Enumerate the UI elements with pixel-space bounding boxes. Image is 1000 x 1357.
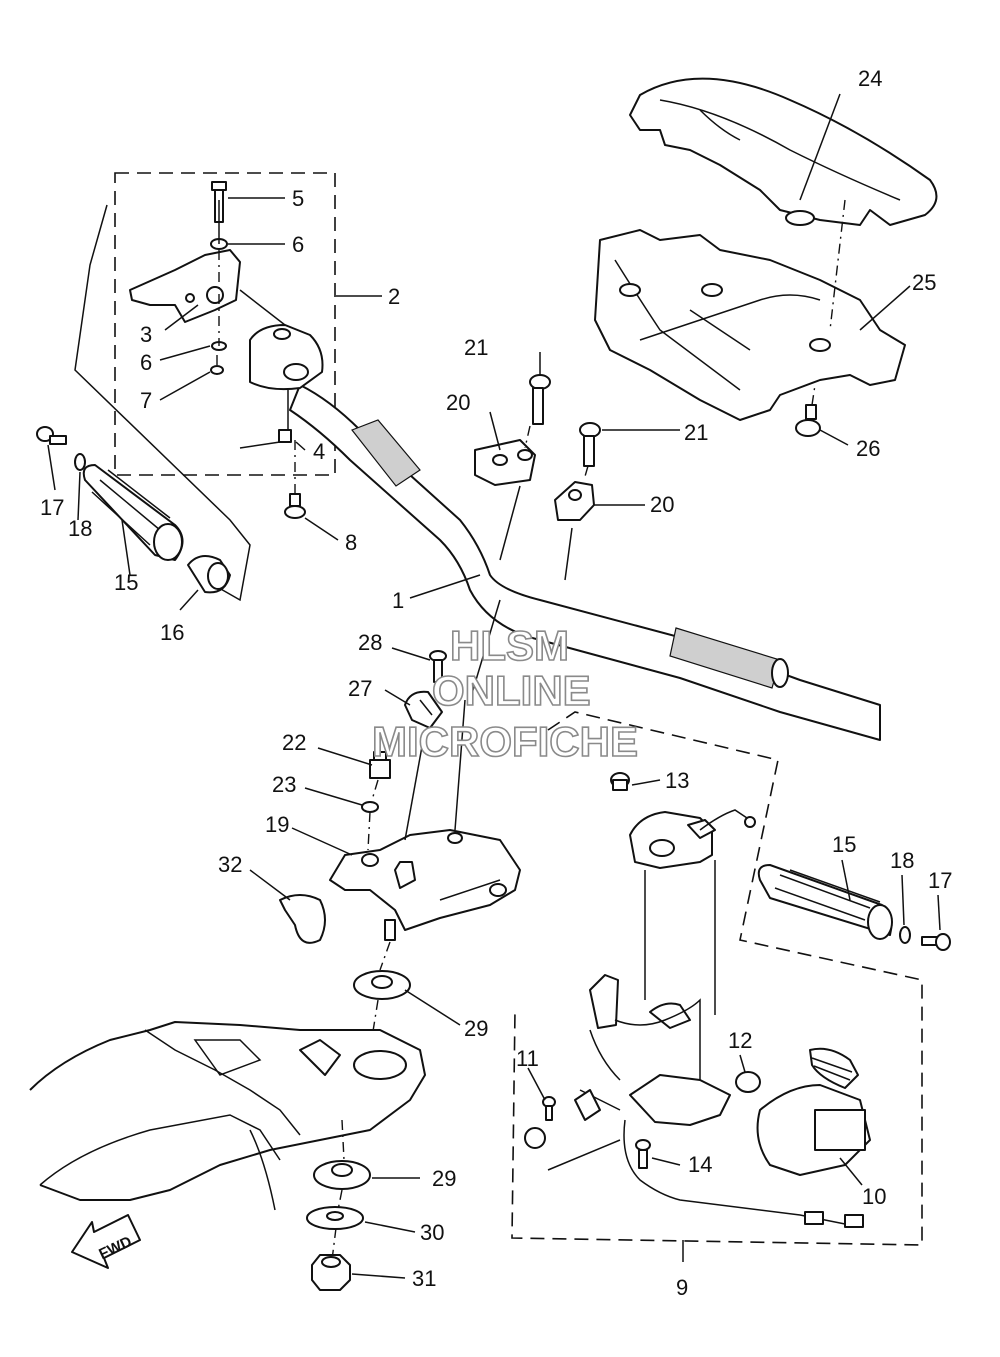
callout-15-right: 15 — [832, 832, 856, 857]
callout-32: 32 — [218, 852, 242, 877]
handlebar-knurl-right — [669, 627, 781, 689]
callout-21-upper: 21 — [464, 335, 488, 360]
watermark: HLSM ONLINE MICROFICHE — [371, 621, 639, 766]
washer-23 — [361, 801, 379, 813]
callout-31: 31 — [412, 1266, 436, 1291]
callout-11: 11 — [516, 1046, 539, 1071]
callout-8: 8 — [345, 530, 357, 555]
callout-17-right: 17 — [928, 868, 952, 893]
callout-6-top: 6 — [292, 232, 304, 257]
callout-14: 14 — [688, 1152, 712, 1177]
callout-29-lower: 29 — [432, 1166, 456, 1191]
holder-20-lower — [554, 481, 595, 521]
washer-18-left — [74, 453, 86, 471]
callout-22: 22 — [282, 730, 306, 755]
callout-6-mid: 6 — [140, 350, 152, 375]
grommet-29-lower — [313, 1160, 371, 1190]
screw-28 — [429, 650, 447, 683]
callout-7: 7 — [140, 388, 152, 413]
callout-25: 25 — [912, 270, 936, 295]
watermark-line-2: ONLINE — [432, 667, 591, 714]
group-box-right-switch — [511, 711, 923, 1246]
callout-12: 12 — [728, 1028, 752, 1053]
grip-right — [757, 864, 893, 940]
handlebar — [289, 384, 881, 741]
callout-17-left: 17 — [40, 495, 64, 520]
callout-15-left: 15 — [114, 570, 138, 595]
bolt-21-upper — [529, 374, 551, 425]
screw-17-left — [36, 426, 67, 445]
handlebar-cover-bottom — [594, 229, 906, 421]
screw-11 — [524, 1096, 556, 1149]
stud-below-bracket — [384, 919, 396, 941]
grip-left — [82, 464, 184, 561]
callout-27: 27 — [348, 676, 372, 701]
callout-5: 5 — [292, 186, 304, 211]
handlebar-cover-top — [629, 77, 938, 226]
callout-10: 10 — [862, 1184, 886, 1209]
callout-2: 2 — [388, 284, 400, 309]
callout-18-right: 18 — [890, 848, 914, 873]
screw-17-right — [921, 933, 951, 951]
callout-numbers: 1 2 3 4 5 6 6 7 8 9 10 11 12 13 14 15 15… — [40, 66, 952, 1300]
frame-steering — [29, 1021, 426, 1211]
nut-31 — [311, 1254, 351, 1291]
button-13 — [610, 772, 630, 791]
switch-harness — [574, 974, 864, 1228]
callout-21-lower: 21 — [684, 420, 708, 445]
callout-20-lower: 20 — [650, 492, 674, 517]
callout-18-left: 18 — [68, 516, 92, 541]
cap-12 — [735, 1071, 761, 1093]
collar-16 — [187, 555, 231, 594]
callout-24: 24 — [858, 66, 882, 91]
washer-7 — [210, 365, 224, 375]
throttle-housing — [249, 324, 324, 391]
cable-tie-32 — [279, 894, 326, 944]
callout-29-upper: 29 — [464, 1016, 488, 1041]
throttle-lever — [129, 249, 241, 323]
nut-4 — [278, 429, 292, 443]
leader-lines — [47, 93, 941, 1279]
washer-18-right — [899, 926, 911, 944]
bracket-19 — [329, 829, 521, 931]
clamp-27 — [404, 690, 443, 729]
callout-1: 1 — [392, 588, 404, 613]
holder-20-upper — [474, 439, 536, 486]
washer-30 — [306, 1206, 364, 1230]
callout-20-upper: 20 — [446, 390, 470, 415]
forward-direction-arrow: FWD — [71, 1214, 141, 1269]
handlebar-knurl-left — [351, 419, 421, 487]
group-box-left-lever — [114, 172, 336, 476]
callout-13: 13 — [665, 768, 689, 793]
switch-housing-13 — [629, 811, 716, 869]
callout-23: 23 — [272, 772, 296, 797]
callout-4: 4 — [313, 439, 325, 464]
screw-26 — [795, 404, 821, 437]
callout-19: 19 — [265, 812, 289, 837]
screw-8 — [284, 493, 306, 519]
callout-28: 28 — [358, 630, 382, 655]
screw-14 — [635, 1139, 651, 1169]
callout-3: 3 — [140, 322, 152, 347]
watermark-line-1: HLSM — [450, 622, 569, 669]
switch-22 — [369, 751, 391, 779]
cover-10 — [756, 1047, 871, 1176]
watermark-line-3: MICROFICHE — [372, 718, 638, 765]
callout-16: 16 — [160, 620, 184, 645]
grommet-29-upper — [353, 970, 411, 1000]
callout-26: 26 — [856, 436, 880, 461]
callout-9: 9 — [676, 1275, 688, 1300]
callout-30: 30 — [420, 1220, 444, 1245]
bolt-21-lower — [579, 422, 601, 467]
